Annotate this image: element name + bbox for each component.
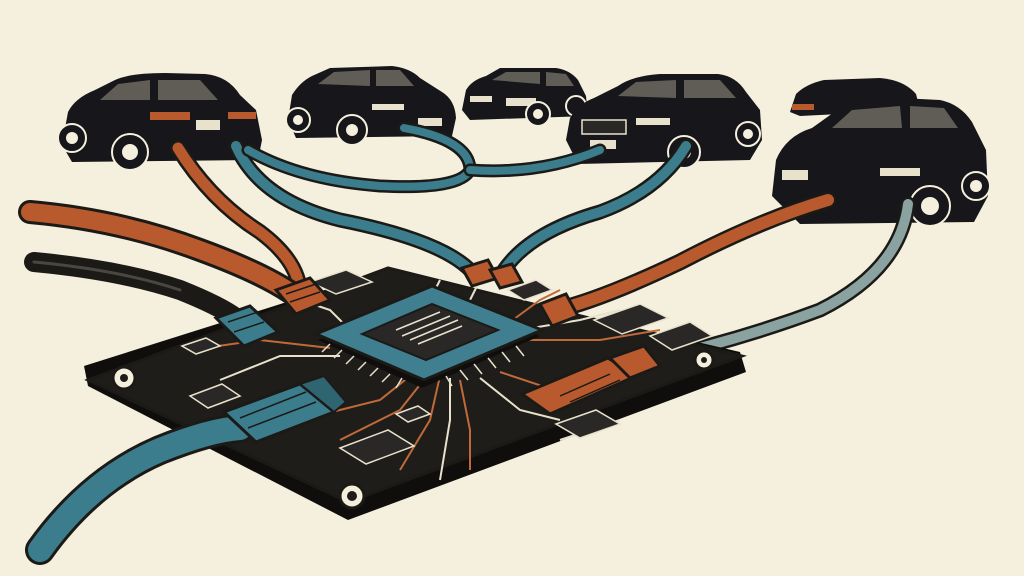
small-components bbox=[180, 269, 714, 465]
teal-cable-car-2-fill bbox=[244, 124, 475, 191]
orange-connector-front bbox=[518, 344, 663, 416]
car-4 bbox=[566, 74, 762, 169]
car-2 bbox=[285, 66, 456, 146]
chip-pins bbox=[321, 343, 525, 389]
cpu-chip bbox=[312, 284, 546, 389]
orange-connector-top bbox=[459, 258, 525, 290]
orange-connector-right bbox=[537, 292, 581, 328]
teal-connector-front bbox=[221, 374, 348, 444]
chip-die-lines bbox=[395, 311, 463, 345]
teal-cable-car-2-link-fill bbox=[466, 146, 604, 175]
car-3 bbox=[462, 68, 588, 127]
orange-cable-left-fill bbox=[21, 203, 299, 301]
orange-cable-car-1-fill bbox=[172, 142, 306, 301]
orange-cable-car-5-fill bbox=[550, 194, 834, 316]
teal-connector-left bbox=[213, 304, 281, 348]
car-1 bbox=[57, 73, 262, 171]
teal-cable-bottom-fill bbox=[28, 416, 252, 562]
board-mount-holes bbox=[111, 349, 715, 510]
teal-cable-car-1-fill bbox=[231, 141, 475, 275]
teal-cable-car-4-fill bbox=[499, 141, 691, 275]
black-cable-left-highlight bbox=[32, 260, 182, 292]
orange-connector-left bbox=[273, 276, 333, 316]
